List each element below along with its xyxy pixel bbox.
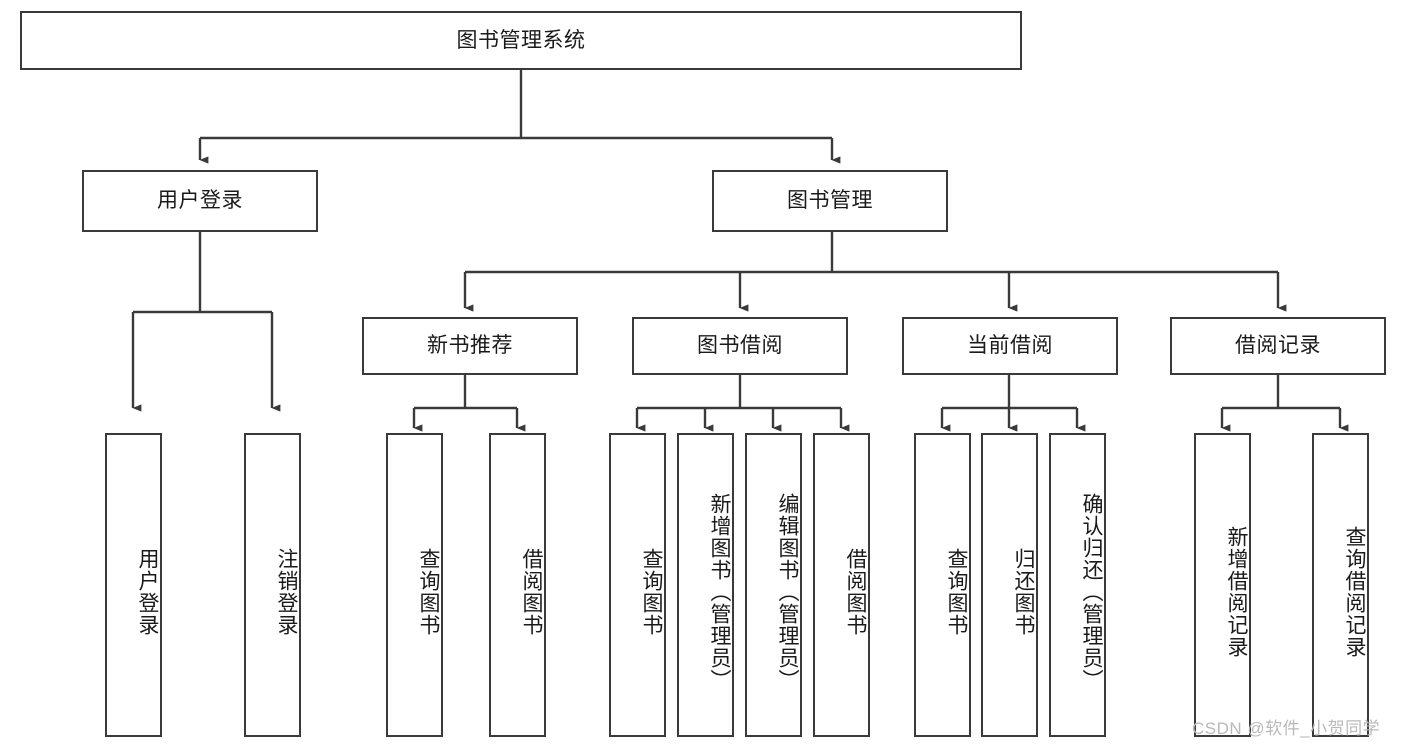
leaf-current-borrow-query-book[interactable]: 查询图书	[914, 433, 971, 737]
node-user-login-label: 用户登录	[157, 189, 243, 213]
leaf-label: 查询图书	[417, 548, 440, 636]
leaf-label: 确认归还（管理员）	[1080, 493, 1103, 691]
node-book-manage-label: 图书管理	[787, 189, 873, 213]
node-borrow-record-label: 借阅记录	[1235, 334, 1321, 358]
leaf-current-borrow-return-book[interactable]: 归还图书	[981, 433, 1038, 737]
leaf-book-borrow-query-book[interactable]: 查询图书	[609, 433, 666, 737]
leaf-user-login-user-login[interactable]: 用户登录	[105, 433, 162, 737]
node-current-borrow-label: 当前借阅	[967, 334, 1053, 358]
leaf-borrow-record-query-record[interactable]: 查询借阅记录	[1312, 433, 1369, 737]
node-new-book-recommend[interactable]: 新书推荐	[362, 317, 578, 375]
leaf-label: 借阅图书	[844, 548, 867, 636]
leaf-label: 新增图书（管理员）	[708, 493, 731, 691]
leaf-label: 用户登录	[136, 548, 159, 636]
leaf-label: 查询图书	[945, 548, 968, 636]
leaf-book-borrow-edit-book[interactable]: 编辑图书（管理员）	[745, 433, 802, 737]
node-borrow-record[interactable]: 借阅记录	[1170, 317, 1386, 375]
leaf-label: 注销登录	[275, 548, 298, 636]
node-new-book-recommend-label: 新书推荐	[427, 334, 513, 358]
node-book-manage[interactable]: 图书管理	[712, 170, 948, 232]
node-user-login[interactable]: 用户登录	[82, 170, 318, 232]
leaf-label: 查询图书	[640, 548, 663, 636]
node-root[interactable]: 图书管理系统	[20, 11, 1022, 70]
node-root-label: 图书管理系统	[456, 28, 586, 52]
leaf-label: 编辑图书（管理员）	[776, 493, 799, 691]
leaf-label: 借阅图书	[520, 548, 543, 636]
node-current-borrow[interactable]: 当前借阅	[902, 317, 1118, 375]
leaf-user-login-logout[interactable]: 注销登录	[244, 433, 301, 737]
leaf-label: 新增借阅记录	[1225, 526, 1248, 658]
leaf-borrow-record-add-record[interactable]: 新增借阅记录	[1194, 433, 1251, 737]
leaf-new-book-borrow-book[interactable]: 借阅图书	[489, 433, 546, 737]
node-book-borrow-label: 图书借阅	[697, 334, 783, 358]
leaf-book-borrow-borrow-book[interactable]: 借阅图书	[813, 433, 870, 737]
leaf-label: 归还图书	[1012, 548, 1035, 636]
csdn-watermark: CSDN @软件_小贺同学	[1192, 719, 1381, 738]
node-book-borrow[interactable]: 图书借阅	[632, 317, 848, 375]
leaf-current-borrow-confirm-return[interactable]: 确认归还（管理员）	[1049, 433, 1106, 737]
leaf-label: 查询借阅记录	[1343, 526, 1366, 658]
leaf-book-borrow-add-book[interactable]: 新增图书（管理员）	[677, 433, 734, 737]
leaf-new-book-query-book[interactable]: 查询图书	[386, 433, 443, 737]
